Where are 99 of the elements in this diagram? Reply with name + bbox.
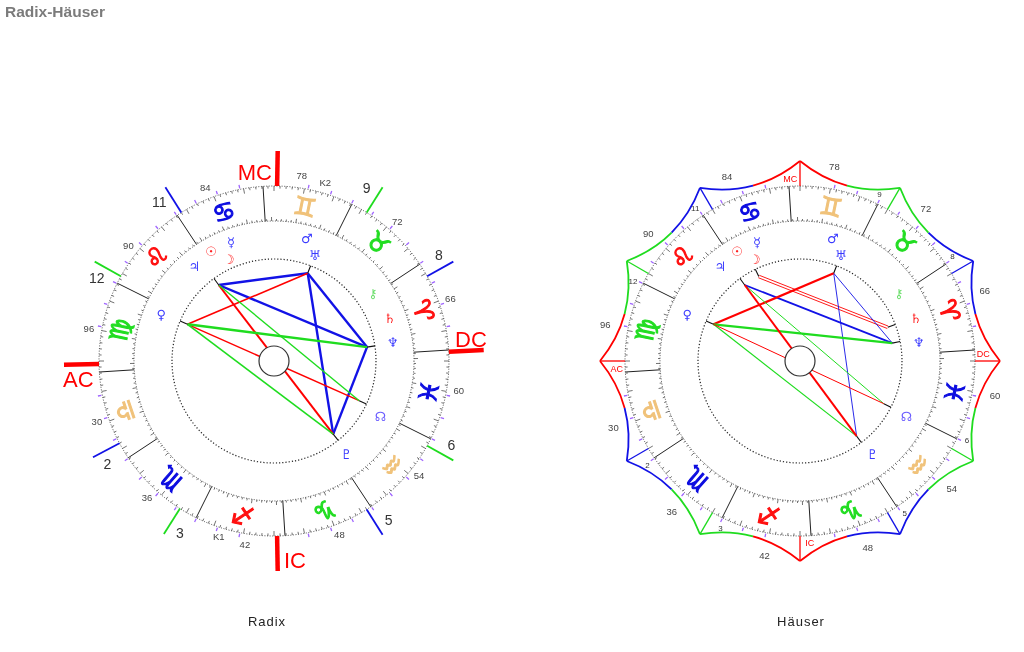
- page-title: Radix-Häuser: [5, 3, 105, 21]
- zodiac-sign: ♒: [899, 446, 937, 483]
- zodiac-sign: ♐: [755, 498, 783, 532]
- zodiac-sign: ♓: [411, 378, 445, 406]
- zodiac-sign: ♐: [229, 498, 257, 532]
- zodiac-sign: ♉: [885, 224, 922, 262]
- house-number: 8: [950, 251, 955, 261]
- degree-number: 54: [946, 482, 957, 494]
- planet-symbol: ♄: [909, 311, 922, 327]
- zodiac-sign: ♎: [633, 395, 669, 427]
- degree-number: 90: [643, 228, 654, 240]
- house-number: 2: [103, 456, 112, 473]
- house-number: 9: [362, 180, 371, 197]
- zodiac-sign: ♌: [663, 239, 701, 276]
- planet-symbol: ⚷: [368, 285, 378, 301]
- planet-symbol: ♆: [912, 334, 925, 350]
- zodiac-sign: ♊: [291, 190, 319, 224]
- degree-number: 48: [862, 541, 873, 553]
- planet-symbol: ♃: [714, 258, 727, 274]
- house-number: 12: [88, 269, 105, 286]
- house-number: 3: [176, 524, 184, 541]
- degree-number: 66: [445, 293, 456, 305]
- degree-number: 84: [721, 171, 733, 183]
- planet-symbol: ♂: [827, 230, 839, 246]
- planet-symbol: ☉: [731, 244, 743, 260]
- zodiac-sign: ♊: [817, 190, 845, 224]
- degree-number: K2: [319, 176, 332, 188]
- planet-symbol: ♅: [308, 248, 321, 263]
- planet-symbol: ♇: [866, 446, 879, 462]
- zodiac-sign: ♍: [629, 316, 663, 344]
- planet-symbol: ⚷: [894, 285, 904, 301]
- planet-symbol: ♅: [834, 248, 847, 263]
- degree-number: 66: [979, 284, 991, 296]
- house-number: 12: [628, 276, 638, 286]
- zodiac-sign: ♋: [208, 194, 240, 230]
- zodiac-sign: ♍: [103, 316, 137, 344]
- degree-number: K1: [212, 531, 225, 542]
- degree-number: 90: [123, 239, 134, 251]
- degree-number: 60: [989, 389, 1001, 401]
- degree-number: 30: [608, 421, 619, 433]
- degree-number: 72: [920, 202, 932, 214]
- planet-symbol: ☊: [374, 408, 387, 424]
- degree-number: 36: [666, 506, 677, 518]
- planet-symbol: ♂: [301, 230, 313, 246]
- degree-number: 84: [199, 181, 211, 193]
- planet-symbol: ☽: [223, 252, 235, 268]
- zodiac-sign: ♋: [734, 194, 766, 230]
- degree-number: 96: [600, 319, 611, 331]
- axis-label: MC: [237, 160, 272, 185]
- degree-number: 36: [141, 491, 153, 503]
- zodiac-sign: ♓: [937, 378, 971, 406]
- axis-label: AC: [610, 363, 623, 374]
- house-number: 11: [152, 194, 167, 210]
- planet-symbol: ☉: [205, 244, 217, 260]
- degree-number: 48: [334, 528, 345, 540]
- degree-number: 42: [239, 539, 251, 551]
- zodiac-sign: ♈: [405, 295, 441, 327]
- planet-symbol: ☊: [900, 408, 913, 424]
- zodiac-sign: ♈: [931, 295, 967, 327]
- axis-label: DC: [976, 348, 990, 359]
- planet-symbol: ♀: [156, 306, 167, 322]
- planet-symbol: ♀: [682, 306, 693, 322]
- chart-caption: Häuser: [777, 614, 825, 629]
- axis-label: DC: [455, 327, 487, 352]
- zodiac-sign: ♏: [678, 460, 715, 498]
- zodiac-sign: ♒: [373, 446, 411, 483]
- zodiac-sign: ♎: [107, 395, 143, 427]
- degree-number: 54: [413, 470, 425, 482]
- zodiac-sign: ♑: [308, 492, 340, 528]
- planet-symbol: ♇: [340, 446, 353, 462]
- planet-symbol: ♃: [188, 258, 201, 274]
- planet-symbol: ☿: [226, 235, 235, 251]
- house-number: 8: [434, 246, 443, 263]
- axis-label: IC: [284, 548, 306, 573]
- degree-number: 78: [829, 160, 840, 172]
- degree-number: 78: [296, 169, 308, 181]
- zodiac-sign: ♌: [137, 239, 175, 276]
- house-number: 11: [691, 204, 700, 213]
- house-number: 2: [645, 461, 650, 471]
- house-number: 6: [447, 436, 456, 453]
- degree-number: 30: [91, 415, 103, 427]
- planet-symbol: ♆: [386, 334, 399, 350]
- planet-symbol: ☿: [752, 235, 761, 251]
- house-number: 6: [964, 436, 970, 446]
- chart-caption: Radix: [247, 614, 287, 629]
- house-number: 3: [718, 523, 723, 533]
- degree-number: 42: [759, 550, 770, 562]
- axis-label: MC: [783, 174, 798, 185]
- house-number: 9: [877, 189, 882, 199]
- degree-number: 96: [83, 322, 95, 334]
- house-number: 5: [902, 509, 908, 518]
- axis-label: AC: [63, 367, 94, 392]
- planet-symbol: ☽: [749, 252, 761, 268]
- degree-number: 60: [453, 384, 464, 396]
- zodiac-sign: ♑: [834, 492, 866, 528]
- axis-label: IC: [805, 537, 815, 548]
- planet-symbol: ♄: [383, 311, 396, 327]
- house-number: 5: [384, 512, 393, 528]
- zodiac-sign: ♏: [152, 460, 189, 498]
